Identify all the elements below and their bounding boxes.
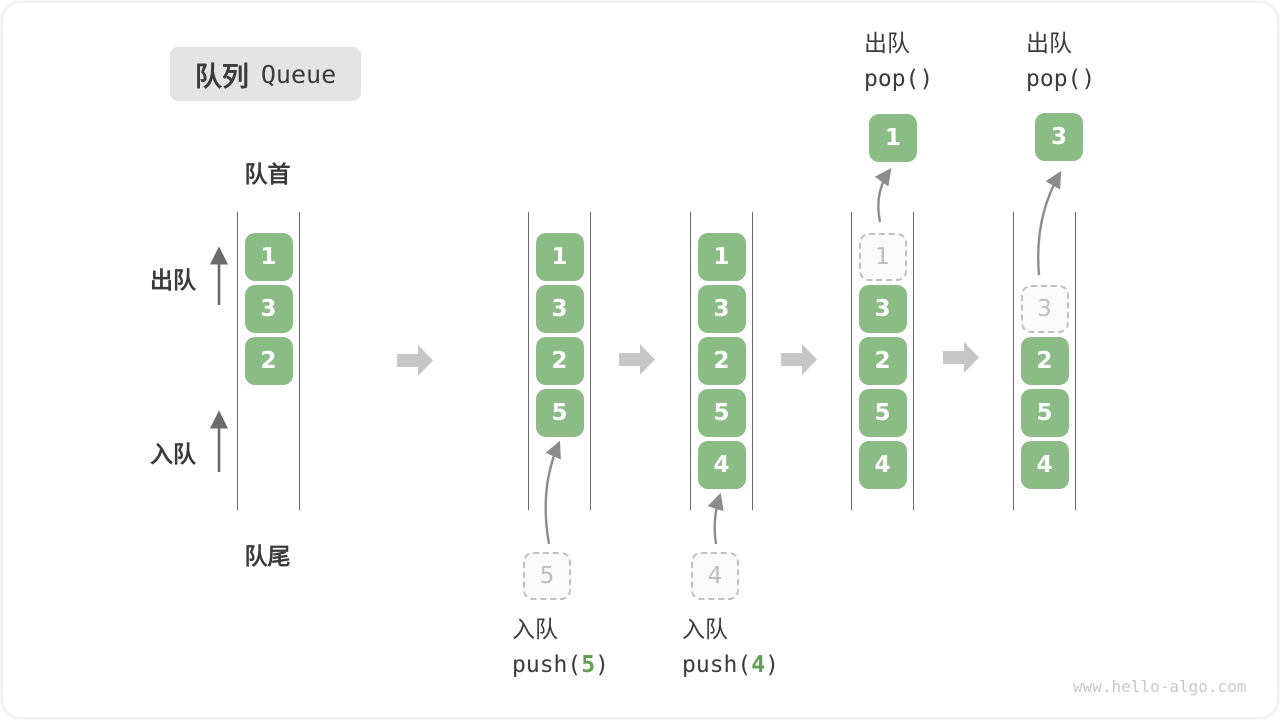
op-label-push: 入队 push(5): [512, 613, 609, 683]
title-en: Queue: [260, 59, 337, 89]
queue-cell: 2: [1020, 337, 1069, 385]
queue-cell: 5: [858, 389, 907, 437]
queue-container-state-3: 1 3 2 5 4: [690, 212, 753, 510]
op-arg: 4: [751, 652, 766, 678]
title-badge: 队列 Queue: [170, 47, 361, 101]
op-code: push(4): [682, 652, 779, 678]
queue-cell: 4: [697, 441, 746, 489]
queue-cell: 5: [697, 389, 746, 437]
op-label-pop: 出队 pop(): [1026, 27, 1095, 97]
queue-cell: 1: [535, 233, 584, 281]
queue-cell: 2: [535, 337, 584, 385]
popped-cell: 3: [1035, 113, 1083, 161]
queue-cell: 1: [244, 233, 293, 281]
queue-cell: 2: [244, 337, 293, 385]
queue-container-state-1: 1 3 2: [237, 212, 300, 510]
step-arrow-icon: [781, 344, 817, 375]
label-dequeue: 出队: [150, 268, 196, 294]
queue-cell: 4: [858, 441, 907, 489]
op-arg: 5: [581, 652, 596, 678]
queue-cell: 2: [697, 337, 746, 385]
op-code: pop(): [864, 66, 934, 92]
step-arrow-icon: [397, 345, 433, 376]
staged-cell: 5: [523, 552, 571, 600]
op-zh: 出队: [1026, 31, 1072, 57]
queue-cell: 3: [244, 285, 293, 333]
op-code: push(5): [512, 652, 609, 678]
title-zh: 队列: [194, 61, 249, 93]
queue-cell: 4: [1020, 441, 1069, 489]
queue-container-state-2: 1 3 2 5: [528, 212, 591, 510]
label-queue-front: 队首: [244, 162, 291, 188]
queue-cell: 5: [1020, 389, 1069, 437]
op-zh: 入队: [512, 617, 558, 643]
queue-container-state-5: 3 2 5 4: [1013, 212, 1076, 510]
queue-cell: 5: [535, 389, 584, 437]
label-queue-rear: 队尾: [244, 544, 291, 570]
popped-cell: 1: [869, 114, 917, 162]
step-arrow-icon: [619, 344, 655, 375]
op-zh: 出队: [864, 31, 910, 57]
label-enqueue: 入队: [150, 442, 196, 468]
queue-cell: 3: [535, 285, 584, 333]
queue-container-state-4: 1 3 2 5 4: [851, 212, 914, 510]
step-arrow-icon: [943, 342, 979, 373]
watermark: www.hello-algo.com: [1073, 677, 1247, 696]
staged-cell: 4: [691, 552, 739, 600]
queue-cell: 3: [858, 285, 907, 333]
queue-cell-removed: 3: [1020, 285, 1069, 333]
op-label-push: 入队 push(4): [682, 613, 779, 683]
queue-cell: 3: [697, 285, 746, 333]
op-zh: 入队: [682, 617, 728, 643]
op-code: pop(): [1026, 66, 1096, 92]
op-label-pop: 出队 pop(): [864, 27, 933, 97]
queue-cell: 2: [858, 337, 907, 385]
queue-cell-removed: 1: [858, 233, 907, 281]
queue-cell: 1: [697, 233, 746, 281]
